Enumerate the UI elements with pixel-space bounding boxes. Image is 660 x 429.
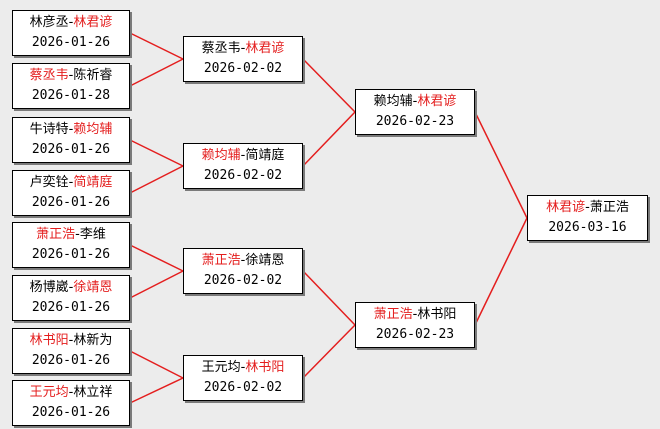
player-2-name: 简靖庭: [73, 175, 113, 190]
player-1-name: 林书阳: [29, 333, 69, 348]
match-players: 林君谚-萧正浩: [546, 200, 629, 215]
player-2-name: 林君谚: [73, 15, 113, 30]
player-2-name: 萧正浩: [589, 200, 629, 215]
match-date: 2026-01-26: [31, 142, 111, 157]
connector-round1-5: [129, 244, 184, 272]
match-players: 赖均辅-林君谚: [373, 94, 457, 109]
round2-match-1: 蔡丞韦-林君谚 2026-02-02: [183, 36, 303, 82]
player-2-name: 林君谚: [245, 41, 285, 56]
match-date: 2026-03-16: [548, 220, 627, 235]
round1-match-2: 蔡丞韦-陈祈睿 2026-01-28: [12, 63, 130, 109]
round1-match-3: 牛诗特-赖均辅 2026-01-26: [12, 117, 130, 163]
match-date: 2026-02-23: [375, 327, 455, 342]
player-1-name: 杨博崴: [29, 280, 69, 295]
player-2-name: 陈祈睿: [73, 68, 113, 83]
match-date: 2026-02-02: [203, 168, 283, 183]
match-players: 赖均辅-简靖庭: [201, 148, 285, 163]
player-1-name: 蔡丞韦: [29, 68, 69, 83]
player-1-name: 牛诗特: [29, 122, 69, 137]
match-players: 林书阳-林新为: [29, 333, 113, 348]
player-2-name: 赖均辅: [73, 122, 113, 137]
player-2-name: 林君谚: [417, 94, 457, 109]
connector-round1-4: [129, 165, 184, 194]
connector-round1-8: [129, 377, 184, 404]
round1-match-7: 林书阳-林新为 2026-01-26: [12, 328, 130, 374]
player-2-name: 林书阳: [417, 307, 457, 322]
round2-match-4: 王元均-林书阳 2026-02-02: [183, 355, 303, 401]
match-players: 蔡丞韦-林君谚: [201, 41, 285, 56]
round1-match-1: 林彦丞-林君谚 2026-01-26: [12, 10, 130, 56]
match-date: 2026-01-26: [31, 195, 111, 210]
match-date: 2026-01-26: [31, 353, 111, 368]
round3-match-1: 赖均辅-林君谚 2026-02-23: [355, 89, 475, 135]
connector-round1-7: [129, 350, 184, 379]
match-players: 萧正浩-徐靖恩: [201, 253, 285, 268]
match-players: 卢奕铨-简靖庭: [29, 175, 113, 190]
match-date: 2026-01-26: [31, 35, 111, 50]
match-players: 蔡丞韦-陈祈睿: [29, 68, 113, 83]
player-1-name: 赖均辅: [373, 94, 413, 109]
player-1-name: 萧正浩: [201, 253, 241, 268]
player-2-name: 林立祥: [73, 385, 113, 400]
connector-round2-1: [302, 58, 356, 113]
player-1-name: 王元均: [201, 360, 241, 375]
match-date: 2026-02-23: [375, 114, 455, 129]
match-date: 2026-01-28: [31, 88, 111, 103]
connector-round3-1: [474, 111, 528, 219]
player-1-name: 林君谚: [546, 200, 586, 215]
player-2-name: 林书阳: [245, 360, 285, 375]
match-players: 牛诗特-赖均辅: [29, 122, 113, 137]
player-1-name: 赖均辅: [201, 148, 241, 163]
player-1-name: 卢奕铨: [29, 175, 69, 190]
player-1-name: 王元均: [29, 385, 69, 400]
connector-round1-2: [129, 58, 184, 87]
match-date: 2026-01-26: [31, 405, 111, 420]
connector-round1-6: [129, 270, 184, 299]
player-1-name: 萧正浩: [36, 227, 76, 242]
player-2-name: 李维: [79, 227, 106, 242]
player-2-name: 林新为: [73, 333, 113, 348]
connector-round1-3: [129, 139, 184, 167]
round2-match-3: 萧正浩-徐靖恩 2026-02-02: [183, 248, 303, 294]
match-date: 2026-01-26: [31, 247, 111, 262]
match-players: 杨博崴-徐靖恩: [29, 280, 113, 295]
round1-match-6: 杨博崴-徐靖恩 2026-01-26: [12, 275, 130, 321]
player-1-name: 林彦丞: [29, 15, 69, 30]
round1-match-8: 王元均-林立祥 2026-01-26: [12, 380, 130, 426]
match-date: 2026-02-02: [203, 273, 283, 288]
match-date: 2026-02-02: [203, 380, 283, 395]
connector-round2-2: [302, 111, 356, 167]
match-players: 萧正浩-林书阳: [373, 307, 457, 322]
round1-match-5: 萧正浩-李维 2026-01-26: [12, 222, 130, 268]
match-date: 2026-02-02: [203, 61, 283, 76]
round3-match-2: 萧正浩-林书阳 2026-02-23: [355, 302, 475, 348]
player-2-name: 徐靖恩: [245, 253, 285, 268]
round2-match-2: 赖均辅-简靖庭 2026-02-02: [183, 143, 303, 189]
connector-round2-3: [302, 270, 356, 326]
connector-round3-2: [474, 217, 528, 326]
player-2-name: 徐靖恩: [73, 280, 113, 295]
match-players: 萧正浩-李维: [36, 227, 106, 242]
player-1-name: 萧正浩: [373, 307, 413, 322]
final-match-1: 林君谚-萧正浩 2026-03-16: [527, 195, 648, 241]
player-2-name: 简靖庭: [245, 148, 285, 163]
round1-match-4: 卢奕铨-简靖庭 2026-01-26: [12, 170, 130, 216]
match-players: 王元均-林立祥: [29, 385, 113, 400]
player-1-name: 蔡丞韦: [201, 41, 241, 56]
match-date: 2026-01-26: [31, 300, 111, 315]
match-players: 林彦丞-林君谚: [29, 15, 113, 30]
match-players: 王元均-林书阳: [201, 360, 285, 375]
connector-round2-4: [302, 324, 356, 379]
connector-round1-1: [129, 32, 184, 60]
